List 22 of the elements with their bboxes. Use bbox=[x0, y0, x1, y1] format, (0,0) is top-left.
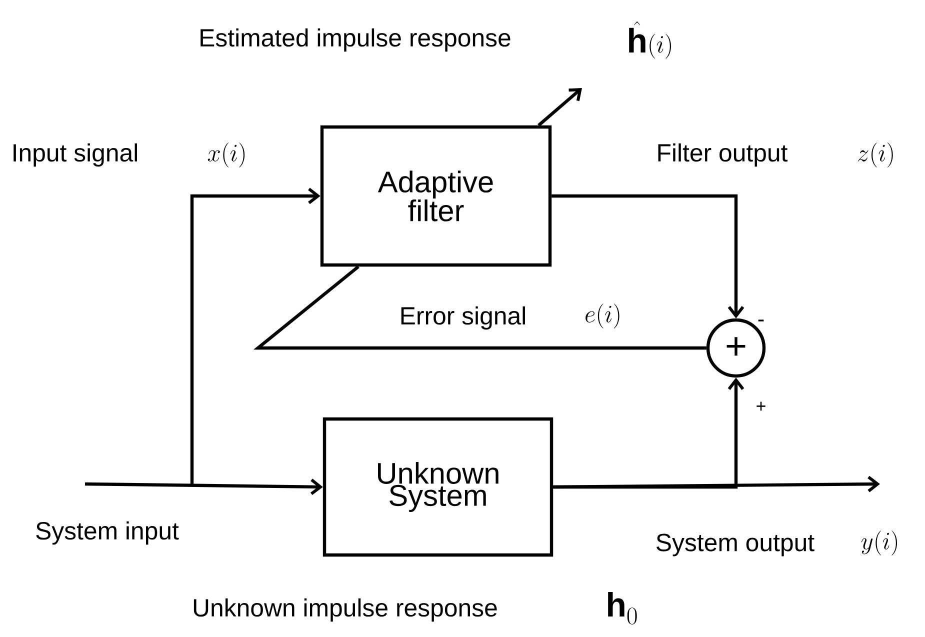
math-label: $\hat{\mathbf{h}}(i)$ bbox=[629, 21, 671, 59]
arrow bbox=[553, 378, 744, 489]
text-label: Estimated impulse response bbox=[200, 28, 510, 52]
arrow bbox=[538, 88, 582, 127]
text-label: System input bbox=[36, 521, 179, 545]
math-label: $e(i)$ bbox=[586, 304, 620, 328]
arrow bbox=[84, 478, 323, 496]
math-label: $z(i)$ bbox=[858, 142, 893, 168]
process-box: Adaptive filter bbox=[320, 125, 552, 267]
arrow bbox=[190, 188, 320, 484]
sign-label: - bbox=[758, 320, 764, 322]
arrow bbox=[552, 194, 744, 318]
math-label: $\mathbf{h}_0$ bbox=[608, 592, 637, 624]
math-label: $y(i)$ bbox=[861, 530, 898, 556]
text-label: Unknown impulse response bbox=[194, 598, 497, 622]
sign-label: + bbox=[756, 402, 766, 411]
text-label: Filter output bbox=[658, 143, 788, 167]
text-label: System output bbox=[656, 534, 814, 556]
process-box: Unknown System bbox=[322, 417, 554, 557]
math-label: $x(i)$ bbox=[208, 142, 245, 168]
text-label: Error signal bbox=[401, 306, 525, 330]
text-label: Input signal bbox=[14, 143, 137, 167]
